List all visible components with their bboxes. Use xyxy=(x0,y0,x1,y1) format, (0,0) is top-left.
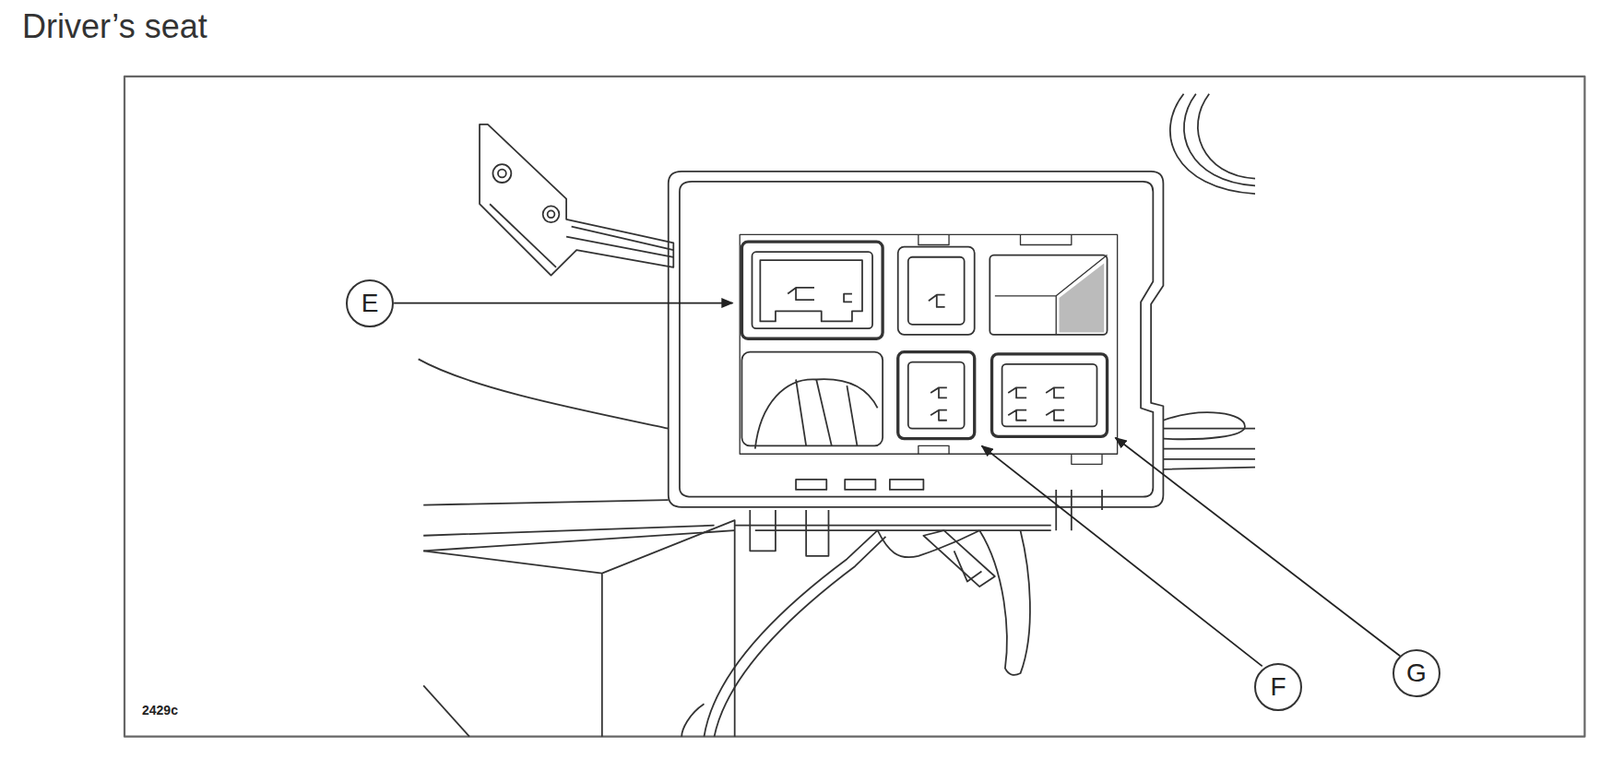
callout-circle: G xyxy=(1392,649,1441,698)
diagram-title: Driver’s seat xyxy=(22,7,208,47)
callout-circle: F xyxy=(1254,663,1303,712)
figure-code: 2429c xyxy=(140,702,180,718)
callout-letter: G xyxy=(1406,660,1427,687)
callout-letter: E xyxy=(361,290,380,317)
callout-letter: F xyxy=(1269,674,1286,700)
callout-circle: E xyxy=(345,279,394,328)
